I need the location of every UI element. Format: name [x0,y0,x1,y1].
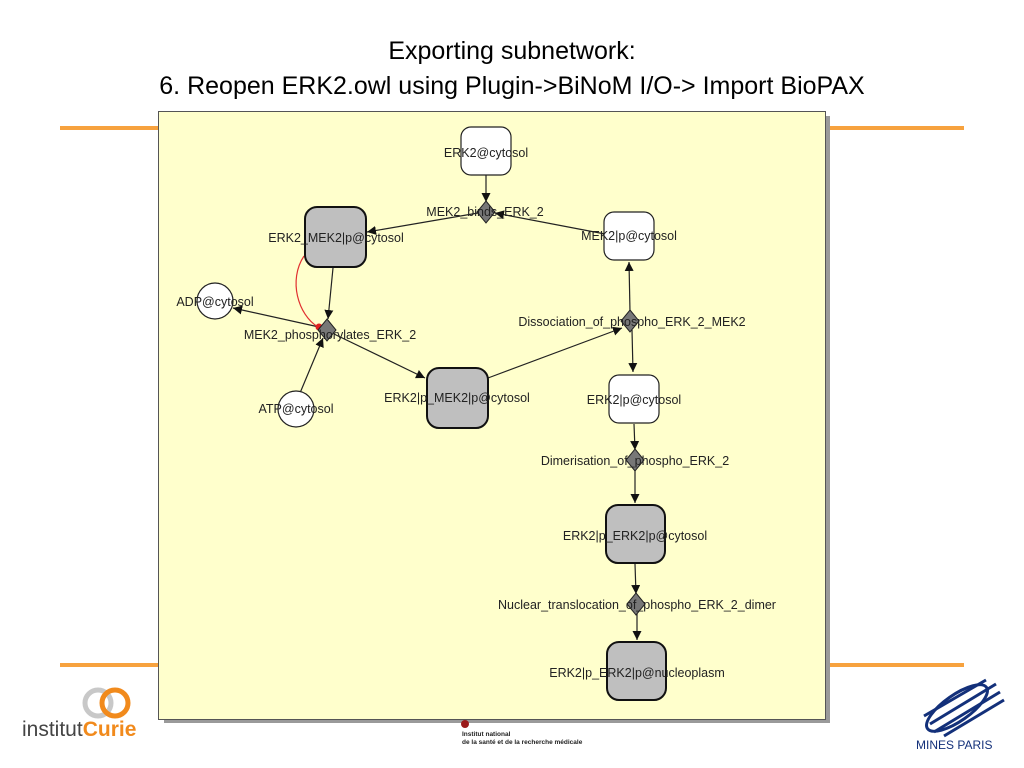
label-erk2-cytosol: ERK2@cytosol [444,146,528,160]
curie-name: Curie [82,718,137,741]
inserm-line1: Institut national [462,731,511,738]
label-erk2-p-erk2-p-nucleoplasm: ERK2|p_ERK2|p@nucleoplasm [549,666,725,680]
label-mek2-binds-erk-2: MEK2_binds_ERK_2 [426,205,543,219]
node-erk2-p-mek2-p-cytosol[interactable] [426,367,489,429]
curie-logo-text: institutCurie [22,718,136,742]
label-erk2-p-cytosol: ERK2|p@cytosol [587,393,681,407]
label-dimerisation: Dimerisation_of_phospho_ERK_2 [541,454,729,468]
reaction-mek2-binds-erk-2[interactable] [476,200,496,224]
edge-phos-to-erk2pmek2p [333,333,426,379]
curie-prefix: institut [22,718,83,741]
edge-erk2pmek2p-to-dissoc [487,326,623,379]
edge-mek2p-to-binds [494,210,606,235]
edge-erk2perk2p-to-transloc [631,563,641,595]
reaction-mek2-phosphorylates-erk-2[interactable] [317,318,337,342]
label-mek2-p-cytosol: MEK2|p@cytosol [581,229,677,243]
edge-dissoc-to-mek2p [624,261,634,313]
label-adp-cytosol: ADP@cytosol [176,295,253,309]
mines-paris-logo-text: MINES PARIS [916,738,993,752]
catalysis-edge [295,255,319,328]
edge-group [232,175,642,640]
node-atp-cytosol[interactable] [277,390,315,428]
label-erk2-p-mek2-p-cytosol: ERK2|p_MEK2|p@cytosol [384,391,530,405]
bottom-left-rule [60,663,160,667]
curie-logo-icon [82,687,131,719]
edge-erk2mek2-to-phos [324,267,334,320]
edge-phos-to-adp [232,305,320,328]
node-erk2-p-erk2-p-nucleoplasm[interactable] [606,641,667,701]
label-erk2-p-erk2-p-cytosol: ERK2|p_ERK2|p@cytosol [563,529,707,543]
node-adp-cytosol[interactable] [196,282,234,320]
edge-binds-to-erk2mek2 [366,212,479,235]
node-erk2-mek2-p-cytosol[interactable] [304,206,367,268]
label-atp-cytosol: ATP@cytosol [259,402,334,416]
reaction-dimerisation[interactable] [625,448,645,472]
reaction-nuclear-translocation[interactable] [626,592,646,616]
top-left-rule [60,126,160,130]
bottom-right-rule [826,663,964,667]
node-mek2-p-cytosol[interactable] [603,211,655,261]
label-erk2-mek2-p-cytosol: ERK2_MEK2|p@cytosol [268,231,403,245]
label-mek2-phosphorylates-erk-2: MEK2_phosphorylates_ERK_2 [244,328,416,342]
node-erk2-cytosol[interactable] [460,126,512,176]
slide-title-line2: 6. Reopen ERK2.owl using Plugin->BiNoM I… [159,72,865,100]
node-erk2-p-cytosol[interactable] [608,374,660,424]
inserm-logo-icon [461,720,469,728]
edge-atp-to-phos [299,337,324,394]
slide-title-line1: Exporting subnetwork: [388,37,636,65]
inserm-line2: de la santé et de la recherche médicale [462,739,583,746]
reaction-dissociation[interactable] [620,309,640,333]
inserm-logo-text: Institut national de la santé et de la r… [462,731,582,747]
edge-dissoc-to-erk2p [628,329,638,373]
label-nuclear-translocation: Nuclear_translocation_of_phospho_ERK_2_d… [498,598,776,612]
node-erk2-p-erk2-p-cytosol[interactable] [605,504,666,564]
mines-paris-logo-icon [923,678,1005,738]
top-right-rule [826,126,964,130]
edge-erk2p-to-dimer [630,423,640,451]
label-dissociation: Dissociation_of_phospho_ERK_2_MEK2 [518,315,745,329]
